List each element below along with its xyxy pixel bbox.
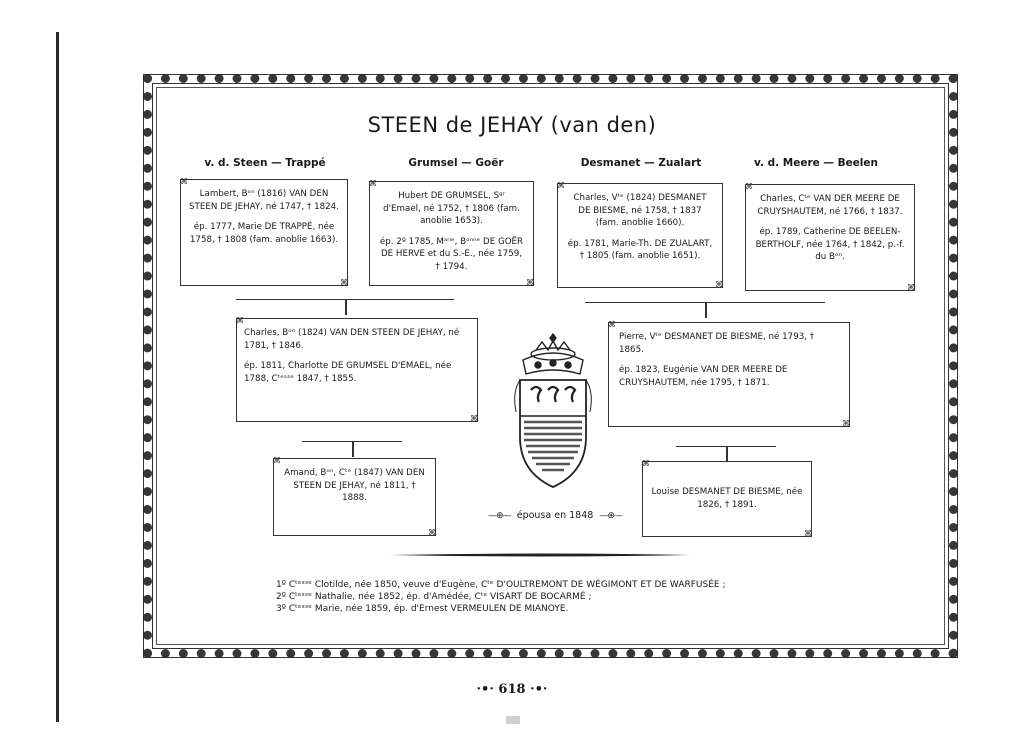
ornamental-border: [143, 74, 958, 658]
person-box-pierre-desmanet: Pierre, Vᵗᵉ DESMANET DE BIESME, né 1793,…: [608, 321, 850, 428]
column-heading-steen-trappe: v. d. Steen — Trappé: [204, 157, 326, 169]
ornament-right-icon: —⊕—: [599, 511, 623, 521]
children-list: 1º Cᵗᵉˢˢᵉ Clotilde, née 1850, veuve d'Eu…: [276, 579, 876, 615]
marriage-note-text: épousa en 1848: [516, 510, 594, 521]
marriage-text: ép. 1781, Marie-Th. DE ZUALART, † 1805 (…: [567, 238, 713, 262]
child-entry: 3º Cᵗᵉˢˢᵉ Marie, née 1859, ép. d'Ernest …: [276, 604, 569, 614]
lineage-bracket-steen: [236, 299, 454, 315]
lineage-bracket-desmanet: [585, 302, 825, 318]
binding-rule: [56, 32, 59, 722]
ink-smudge: [506, 716, 520, 724]
marriage-note: —⊕— épousa en 1848 —⊕—: [470, 510, 640, 521]
marriage-text: ép. 1811, Charlotte DE GRUMSEL D'EMAEL, …: [244, 361, 452, 384]
person-text: Charles, Bᵒⁿ (1824) VAN DEN STEEN DE JEH…: [244, 328, 460, 351]
person-box-lambert: Lambert, Bᵒⁿ (1816) VAN DEN STEEN DE JEH…: [180, 178, 348, 287]
person-text: Lambert, Bᵒⁿ (1816) VAN DEN STEEN DE JEH…: [189, 189, 339, 212]
person-text: Hubert DE GRUMSEL, Sᵍʳ d'Emael, né 1752,…: [383, 191, 520, 226]
marriage-text: ép. 2º 1785, Mᵃʳⁱᵉ, Bᵒⁿⁿᵉ DE GOËR DE HER…: [379, 236, 524, 272]
person-text: Charles, Cᵗᵉ VAN DER MEERE DE CRUYSHAUTE…: [757, 194, 903, 217]
column-heading-grumsel-goer: Grumsel — Goër: [408, 157, 504, 169]
person-text: Pierre, Vᵗᵉ DESMANET DE BIESME, né 1793,…: [619, 332, 815, 355]
ornament-left-icon: —⊕—: [488, 511, 512, 521]
page-frame-inner: [152, 83, 949, 649]
marriage-text: ép. 1777, Marie DE TRAPPÉ, née 1758, † 1…: [189, 222, 339, 245]
person-box-louise: Amand, Bᵒⁿ, Cᵗᵉ (1847) VAN DEN STEEN DE …: [642, 460, 812, 538]
lineage-bracket-louise: [676, 446, 776, 462]
column-heading-meere-beelen: v. d. Meere — Beelen: [753, 157, 879, 169]
person-box-charles-meere: Charles, Cᵗᵉ VAN DER MEERE DE CRUYSHAUTE…: [745, 183, 915, 292]
person-box-charles-steen: Charles, Bᵒⁿ (1824) VAN DEN STEEN DE JEH…: [236, 317, 478, 423]
coat-of-arms-icon: [514, 332, 592, 488]
page-title: STEEN de JEHAY (van den): [367, 113, 657, 137]
child-entry: 1º Cᵗᵉˢˢᵉ Clotilde, née 1850, veuve d'Eu…: [276, 580, 726, 590]
person-box-hubert: Hubert DE GRUMSEL, Sᵍʳ d'Emael, né 1752,…: [369, 180, 534, 287]
ornament-left-icon: ·•·: [476, 682, 494, 697]
person-box-amand: Amand, Bᵒⁿ, Cᵗᵉ (1847) VAN DEN STEEN DE …: [273, 457, 436, 537]
child-entry: 2º Cᵗᵉˢˢᵉ Nathalie, née 1852, ép. d'Améd…: [276, 592, 592, 602]
column-heading-desmanet-zualart: Desmanet — Zualart: [580, 157, 702, 169]
person-text: Charles, Vᵗᵉ (1824) DESMANET DE BIESME, …: [573, 193, 707, 228]
ornament-right-icon: ·•·: [530, 682, 548, 697]
person-box-charles-desmanet: Charles, Vᵗᵉ (1824) DESMANET DE BIESME, …: [557, 182, 723, 289]
page-frame-inner-rule: [156, 87, 945, 645]
section-separator: [390, 553, 690, 557]
marriage-text: ép. 1823, Eugénie VAN DER MEERE DE CRUYS…: [619, 365, 788, 388]
person-text: Amand, Bᵒⁿ, Cᵗᵉ (1847) VAN DEN STEEN DE …: [284, 468, 425, 503]
page-number: ·•· 618 ·•·: [0, 682, 1024, 697]
marriage-text: ép. 1789, Catherine DE BEELEN-BERTHOLF, …: [755, 227, 905, 262]
person-text: Louise DESMANET DE BIESME, née 1826, † 1…: [651, 487, 803, 510]
lineage-bracket-amand: [302, 441, 402, 457]
page-number-text: 618: [498, 682, 526, 697]
